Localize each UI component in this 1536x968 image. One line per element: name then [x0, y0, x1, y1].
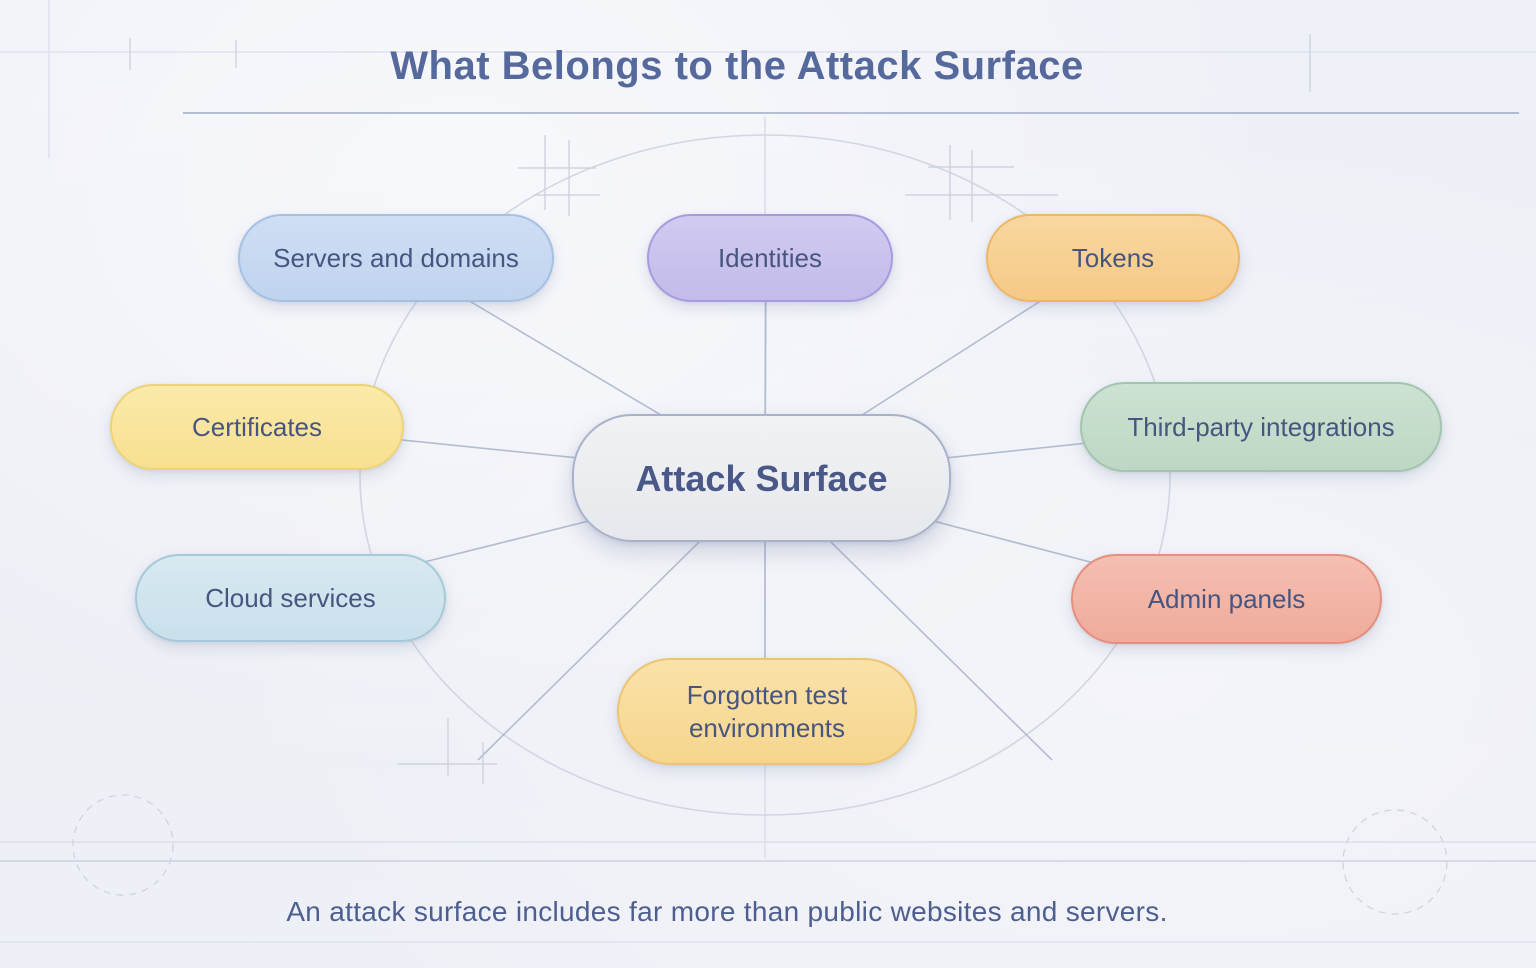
node-servers-and-domains: Servers and domains — [238, 214, 554, 302]
node-admin-panels: Admin panels — [1071, 554, 1382, 644]
node-label: Attack Surface — [635, 457, 888, 499]
node-label: Certificates — [191, 411, 323, 442]
node-tokens: Tokens — [986, 214, 1240, 302]
node-third-party-integrations: Third-party integrations — [1080, 382, 1442, 472]
node-label: Admin panels — [1147, 583, 1306, 614]
hash-mark-top-right — [905, 145, 1058, 222]
node-label: Tokens — [1071, 242, 1155, 273]
caption-text: An attack surface includes far more than… — [286, 896, 1168, 927]
dashed-circle-bottom-right — [1342, 809, 1448, 915]
node-cloud-services: Cloud services — [135, 554, 446, 642]
node-attack-surface: Attack Surface — [572, 414, 951, 542]
node-forgotten-test-environments: Forgotten test environments — [617, 658, 917, 765]
hash-mark-top-left — [518, 135, 600, 216]
node-label: Third-party integrations — [1127, 411, 1395, 442]
page-title: What Belongs to the Attack Surface — [390, 44, 1084, 88]
dashed-circle-bottom-left — [72, 794, 174, 896]
node-label: Cloud services — [205, 582, 376, 613]
node-label: Forgotten test environments — [686, 680, 848, 743]
node-certificates: Certificates — [110, 384, 404, 470]
node-label: Servers and domains — [273, 242, 519, 273]
node-label: Identities — [717, 242, 823, 273]
node-identities: Identities — [647, 214, 893, 302]
title-underline — [183, 112, 1519, 114]
hash-mark-bottom-left — [398, 718, 497, 784]
